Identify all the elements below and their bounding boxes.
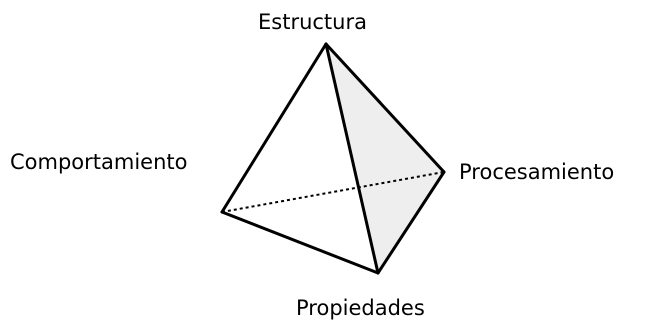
edge-top-bottom	[324, 42, 380, 275]
vertex-label-estructura: Estructura	[258, 10, 367, 34]
hidden-edge-left-right	[221, 171, 445, 213]
edge-left-bottom	[220, 210, 380, 275]
shaded-face	[326, 44, 444, 273]
vertex-label-comportamiento: Comportamiento	[10, 150, 188, 174]
edge-top-left	[220, 42, 328, 214]
edge-top-right	[324, 42, 446, 174]
edge-right-bottom	[376, 170, 446, 275]
vertex-label-propiedades: Propiedades	[296, 296, 425, 320]
vertex-label-procesamiento: Procesamiento	[459, 160, 615, 184]
